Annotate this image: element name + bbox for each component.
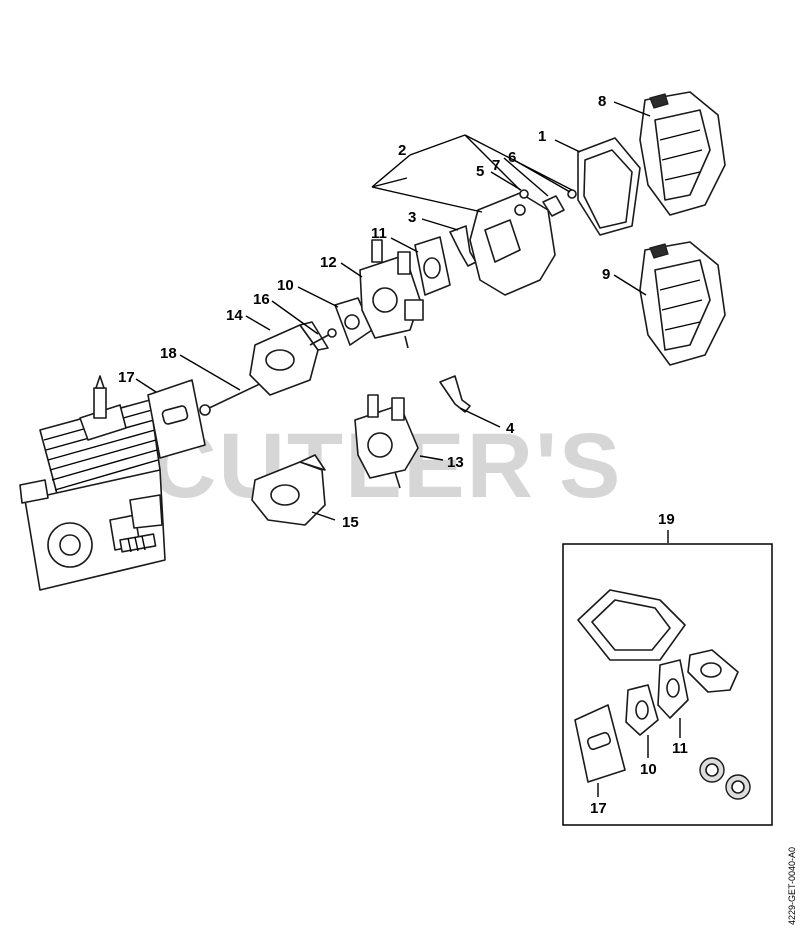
callout-19: 19: [658, 511, 675, 528]
kit-gasket-11: [657, 659, 689, 719]
callout-10: 10: [277, 277, 294, 294]
callout-2: 2: [398, 142, 406, 159]
callout-7: 7: [492, 157, 500, 174]
kit-callout-11: 11: [672, 740, 688, 757]
kit-cylinder-gasket: [577, 589, 686, 661]
callout-16: 16: [253, 291, 270, 308]
callout-15: 15: [342, 514, 359, 531]
intake-flange-14: [249, 321, 329, 396]
kit-callout-17: 17: [590, 800, 607, 817]
callout-3: 3: [408, 209, 416, 226]
kit-gasket-17: [574, 704, 626, 783]
filter-cover-8: [639, 91, 726, 216]
gasket-11: [414, 236, 451, 296]
reference-code: 4229-GET-0040-A0: [787, 847, 797, 925]
screw-16: [309, 328, 337, 346]
carburetor-13: [354, 394, 419, 489]
air-filter-1: [577, 137, 641, 236]
callout-1: 1: [538, 128, 546, 145]
callout-4: 4: [506, 420, 515, 437]
callout-12: 12: [320, 254, 337, 271]
callout-8: 8: [598, 93, 606, 110]
kit-frame: [562, 543, 773, 826]
lever-4: [439, 375, 471, 413]
gasket-kit-19: 10 11 17: [562, 543, 773, 826]
callout-5: 5: [476, 163, 484, 180]
engine-assembly: [19, 375, 166, 591]
carburetor-12: [359, 239, 424, 349]
spark-plug-icon: [93, 387, 107, 419]
kit-gasket-10: [625, 684, 659, 736]
kit-callout-10: 10: [640, 761, 657, 778]
kit-oil-seals: [699, 757, 751, 800]
kit-intake-gasket: [687, 649, 739, 693]
callout-17: 17: [118, 369, 135, 386]
callout-14: 14: [226, 307, 243, 324]
nut-5: [519, 189, 529, 199]
callout-13: 13: [447, 454, 464, 471]
intake-manifold-15: [251, 454, 326, 526]
callout-leaders: [135, 101, 669, 543]
callout-6: 6: [508, 149, 516, 166]
callout-9: 9: [602, 266, 610, 283]
callout-18: 18: [160, 345, 177, 362]
filter-cover-9: [639, 241, 726, 366]
air-filter-housing-2: [469, 192, 556, 296]
callout-11: 11: [371, 225, 387, 242]
knob-7: [542, 195, 565, 217]
